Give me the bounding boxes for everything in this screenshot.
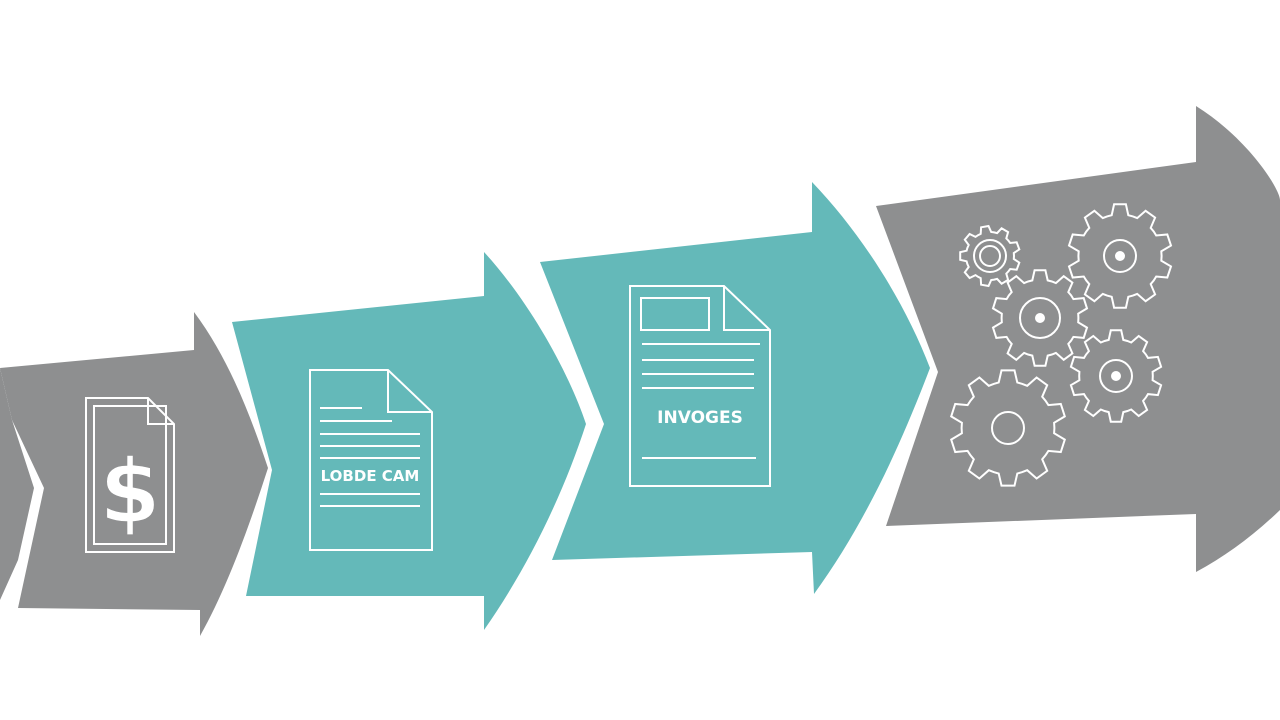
invoices-document-label: INVOGES bbox=[657, 408, 743, 428]
dollar-document-icon bbox=[85, 397, 175, 553]
gear-2 bbox=[1069, 329, 1163, 423]
gear-3 bbox=[950, 369, 1066, 487]
loan-document-label: LOBDE CAM bbox=[321, 467, 420, 485]
gear-hole-1 bbox=[1019, 297, 1061, 339]
gear-hole-3 bbox=[991, 411, 1025, 445]
arrow-step-payment bbox=[0, 312, 268, 636]
arrow-step-0 bbox=[0, 368, 34, 600]
invoice-document-icon bbox=[629, 285, 771, 487]
gear-hole-4 bbox=[979, 245, 1001, 267]
gear-center-dot-0 bbox=[1115, 251, 1125, 261]
arrow-step-processing bbox=[876, 106, 1280, 572]
dollar-sign: $ bbox=[99, 440, 160, 543]
gear-inner-ring-4 bbox=[973, 239, 1007, 273]
gear-hole-0 bbox=[1103, 239, 1137, 273]
gear-1 bbox=[991, 269, 1089, 367]
document-icon bbox=[309, 369, 433, 551]
gear-center-dot-2 bbox=[1111, 371, 1121, 381]
gear-4 bbox=[959, 224, 1021, 288]
arrow-step-loan bbox=[232, 252, 586, 630]
gear-0 bbox=[1067, 203, 1173, 309]
gear-hole-2 bbox=[1099, 359, 1133, 393]
gears-icon bbox=[950, 203, 1173, 487]
gear-center-dot-1 bbox=[1035, 313, 1045, 323]
